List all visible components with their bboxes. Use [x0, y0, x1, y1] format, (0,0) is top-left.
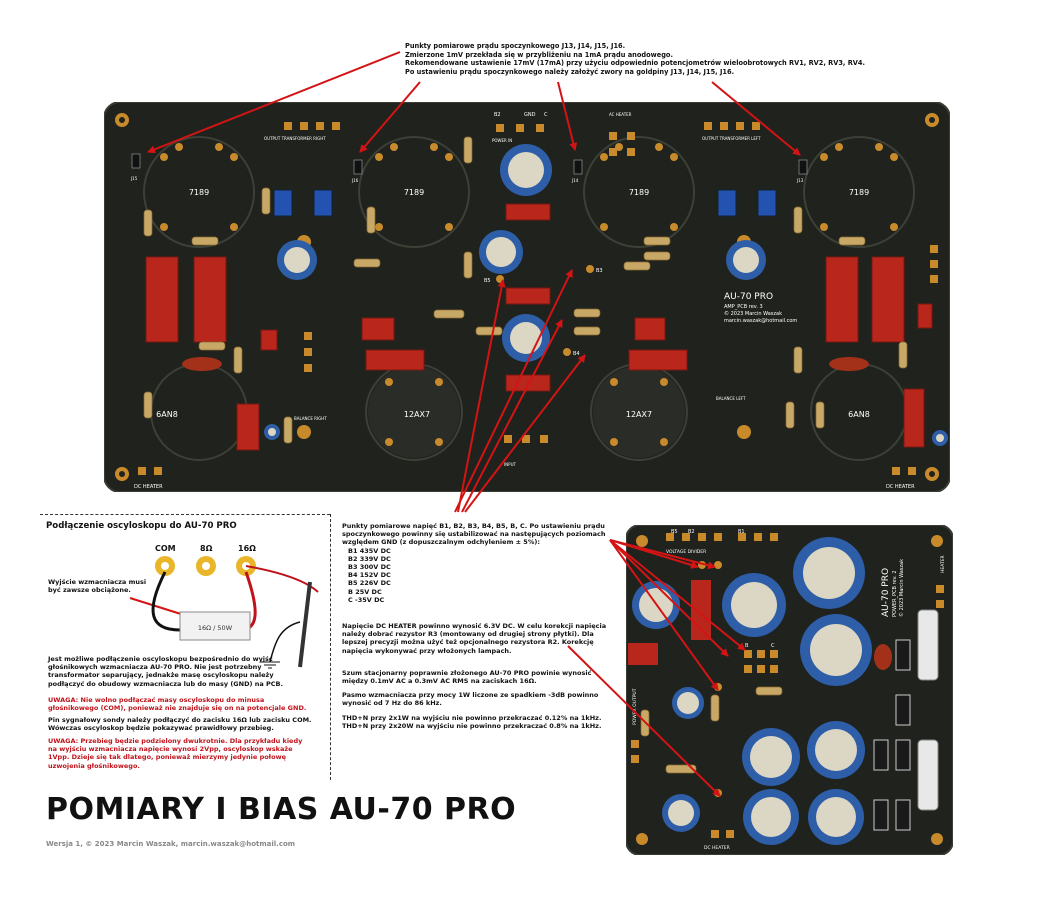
voltage-item: B4 152V DC — [348, 571, 391, 580]
jumper-label: J13 — [796, 178, 804, 183]
note-line: Zmierzone 1mV przekłada się w przybliżen… — [405, 50, 673, 59]
test-point-label: B5 — [484, 278, 491, 284]
jumper-label: J14 — [571, 178, 579, 183]
measurement-notes: Punkty pomiarowe napięć B1, B2, B3, B4, … — [342, 522, 612, 730]
bandwidth-note: Pasmo wzmacniacza przy mocy 1W liczone z… — [342, 691, 599, 708]
voltage-item: B2 339V DC — [348, 554, 391, 563]
tube-label: 7189 — [189, 188, 209, 197]
dc-heater-label: DC HEATER — [886, 484, 915, 490]
scope-warning-2: UWAGA: Przebieg będzie podzielony dwukro… — [48, 737, 303, 770]
scope-box-top-border — [40, 514, 330, 515]
jumper-label: J15 — [130, 176, 138, 181]
psu-copyright: © 2023 Marcin Waszak — [898, 559, 905, 617]
tube-label: 7189 — [629, 188, 649, 197]
test-point-label: B3 — [596, 268, 603, 274]
note-line: Po ustawieniu prądu spoczynkowego należy… — [405, 67, 735, 76]
note-line: Punkty pomiarowe prądu spoczynkowego J13… — [405, 42, 626, 50]
jumper-label: J16 — [351, 178, 359, 183]
scope-box-right-border — [330, 514, 331, 780]
note-line: Rekomendowane ustawienie 17mV (17mA) prz… — [405, 59, 866, 68]
page-title: POMIARY I BIAS AU-70 PRO — [46, 792, 517, 827]
psu-pad-label: B5 — [671, 529, 678, 535]
psu-pad-label: C — [771, 643, 775, 649]
tube-label: 6AN8 — [156, 410, 178, 419]
terminal-label-com: COM — [155, 544, 176, 553]
heater-note: Napięcie DC HEATER powinno wynosić 6.3V … — [342, 622, 607, 655]
scope-paragraph-2: Pin sygnałowy sondy należy podłączyć do … — [48, 716, 312, 733]
quiescent-current-note: Punkty pomiarowe prądu spoczynkowego J13… — [405, 42, 875, 76]
test-point-label: B4 — [573, 351, 580, 357]
version-line: Wersja 1, © 2023 Marcin Waszak, marcin.w… — [46, 840, 296, 848]
psu-title: AU-70 PRO — [881, 568, 891, 617]
power-output-label: POWER OUTPUT — [632, 688, 638, 725]
bias-label: B2 — [494, 112, 501, 118]
scope-warning-1: UWAGA: Nie wolno podłączać masy oscylosk… — [48, 696, 307, 713]
amplifier-pcb: 7189 7189 7189 7189 6AN8 12AX7 12AX7 6AN… — [104, 102, 950, 492]
dc-heater-label: DC HEATER — [704, 845, 730, 851]
board-copyright: © 2023 Marcin Waszak — [724, 310, 782, 317]
voltage-item: B3 300V DC — [348, 563, 391, 572]
ac-heater-label: AC HEATER — [609, 112, 632, 117]
load-resistor-label: 16Ω / 50W — [198, 624, 233, 632]
scope-paragraph-1: Jest możliwe podłączenie oscyloskopu bez… — [48, 655, 283, 688]
bias-label: GND — [524, 112, 536, 118]
bias-intro: Punkty pomiarowe napięć B1, B2, B3, B4, … — [342, 522, 606, 547]
terminal-label-16ohm: 16Ω — [238, 544, 256, 553]
scope-wiring-diagram: 16Ω / 50W — [151, 556, 319, 669]
dc-heater-label: DC HEATER — [134, 484, 163, 490]
voltage-item: B1 435V DC — [348, 546, 391, 555]
tube-label: 6AN8 — [848, 410, 870, 419]
output-transformer-label: OUTPUT TRANSFORMER LEFT — [702, 136, 761, 141]
psu-pad-label: B2 — [688, 529, 695, 535]
thd-note: THD+N przy 2x1W na wyjściu nie powinno p… — [342, 713, 602, 722]
voltage-divider-label: VOLTAGE DIVIDER — [666, 549, 706, 555]
noise-note: Szum stacjonarny poprawnie złożonego AU-… — [342, 668, 592, 686]
tube-label: 7189 — [849, 188, 869, 197]
scope-box-title: Podłączenie oscyloskopu do AU-70 PRO — [46, 521, 237, 531]
voltage-item: B 25V DC — [348, 587, 382, 596]
output-transformer-label: OUTPUT TRANSFORMER RIGHT — [264, 136, 326, 141]
terminal-label-8ohm: 8Ω — [200, 544, 213, 553]
load-note: Wyjście wzmacniacza musi być zawsze obci… — [48, 578, 147, 595]
psu-subtitle: POWER_PCB rev. 2 — [892, 570, 898, 617]
voltage-item: C -35V DC — [348, 595, 385, 604]
tube-label: 7189 — [404, 188, 424, 197]
bias-label: C — [544, 112, 548, 118]
input-label: INPUT — [504, 462, 517, 467]
tube-label: 12AX7 — [626, 410, 652, 419]
balance-left-label: BALANCE LEFT — [716, 396, 746, 401]
psu-pad-label: B — [745, 643, 749, 649]
board-subtitle: AMP_PCB rev. 3 — [724, 304, 763, 310]
voltage-list: B1 435V DC B2 339V DC B3 300V DC B4 152V… — [348, 547, 612, 604]
board-title: AU-70 PRO — [724, 292, 773, 302]
psu-pad-label: B1 — [738, 529, 745, 535]
balance-right-label: BALANCE RIGHT — [294, 416, 327, 421]
power-supply-pcb: AU-70 PRO POWER_PCB rev. 2 © 2023 Marcin… — [626, 525, 953, 855]
voltage-item: B5 226V DC — [348, 579, 391, 588]
heater-label: HEATER — [940, 555, 946, 573]
thd-note: THD+N przy 2x20W na wyjściu nie powinno … — [342, 721, 602, 730]
tube-label: 12AX7 — [404, 410, 430, 419]
power-in-label: POWER IN — [492, 138, 512, 143]
board-email: marcin.waszak@hotmail.com — [724, 318, 797, 324]
